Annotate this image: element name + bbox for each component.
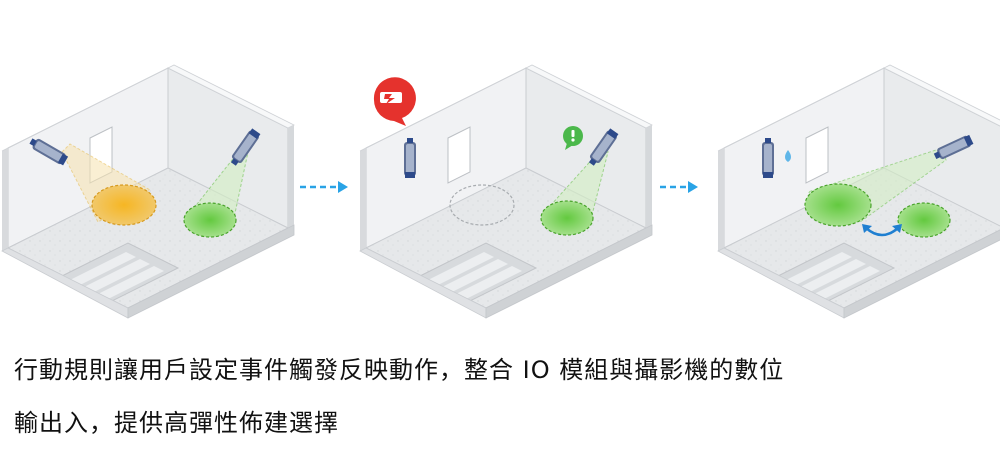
- swap-arrow-icon: [862, 224, 902, 237]
- scene-3-left-camera-icon: [762, 138, 774, 178]
- scene-2-green-zone: [540, 200, 594, 236]
- scene-2-left-camera-icon: [404, 138, 416, 178]
- caption-line-2: 輸出入，提供高彈性佈建選擇: [14, 409, 339, 437]
- diagram-stage: [1, 64, 1000, 319]
- scene-3-green-zone-small: [897, 202, 951, 238]
- water-drop-icon: [785, 150, 791, 162]
- alarm-icon: [373, 77, 416, 126]
- scene-1-right-cone: [184, 151, 249, 219]
- scene-3-green-zone-large: [804, 183, 872, 227]
- arrow-1-icon: [300, 181, 348, 193]
- scene-2-empty-zone: [449, 184, 515, 226]
- caption-line-1: 行動規則讓用戶設定事件觸發反映動作，整合 IO 模組與攝影機的數位: [14, 356, 785, 384]
- arrow-2-icon: [660, 181, 698, 193]
- scene-1-green-zone: [183, 202, 237, 238]
- alert-icon: [563, 126, 583, 150]
- scene-1-orange-zone: [91, 184, 157, 226]
